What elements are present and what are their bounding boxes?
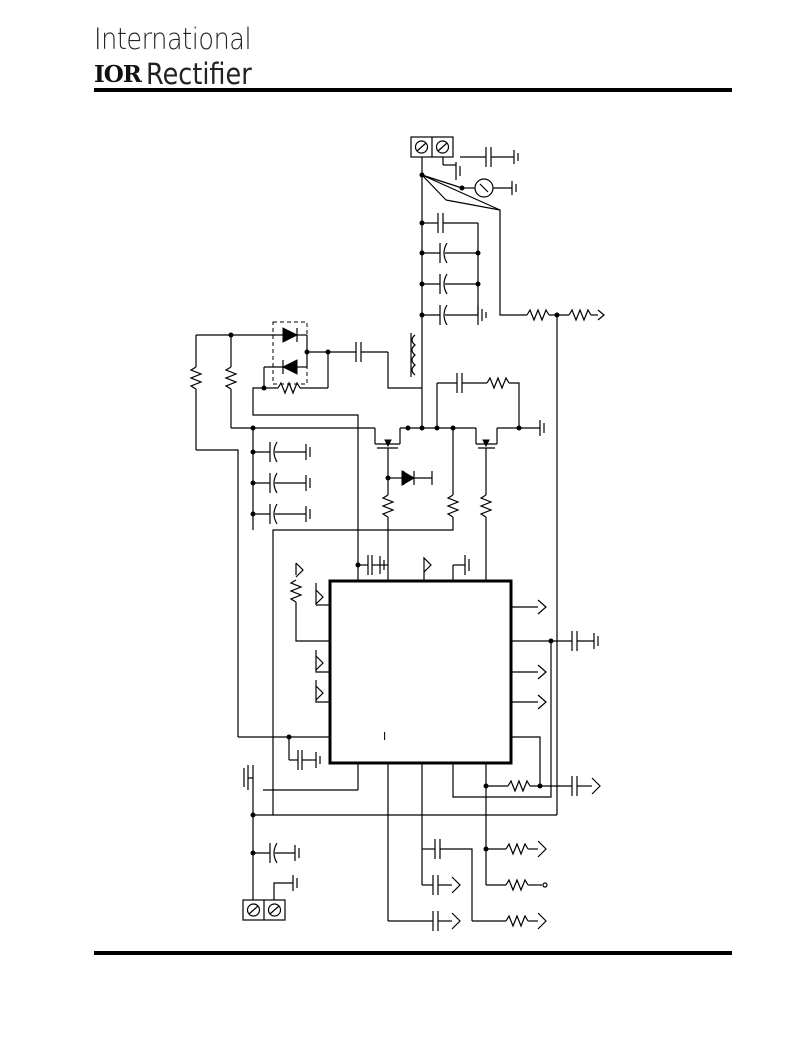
vcc-capacitor-bank	[253, 441, 311, 525]
bootstrap-diode-pack	[272, 321, 308, 385]
inductor	[410, 330, 423, 428]
input-capacitor-bank	[422, 213, 487, 326]
brand-line2: IOR Rectifier	[94, 57, 266, 89]
ic-chip	[328, 579, 513, 765]
input-connector-bottom	[242, 899, 286, 921]
footer-rule	[94, 951, 732, 955]
brand-international: International	[94, 22, 252, 56]
low-side-mosfet	[475, 428, 498, 495]
input-connector-top	[410, 136, 454, 158]
header-rule	[94, 88, 732, 92]
brand-rectifier: Rectifier	[145, 57, 252, 91]
high-side-mosfet	[374, 428, 401, 495]
ior-logo: IOR	[94, 61, 142, 88]
ic-pin-mark: I	[383, 730, 386, 743]
